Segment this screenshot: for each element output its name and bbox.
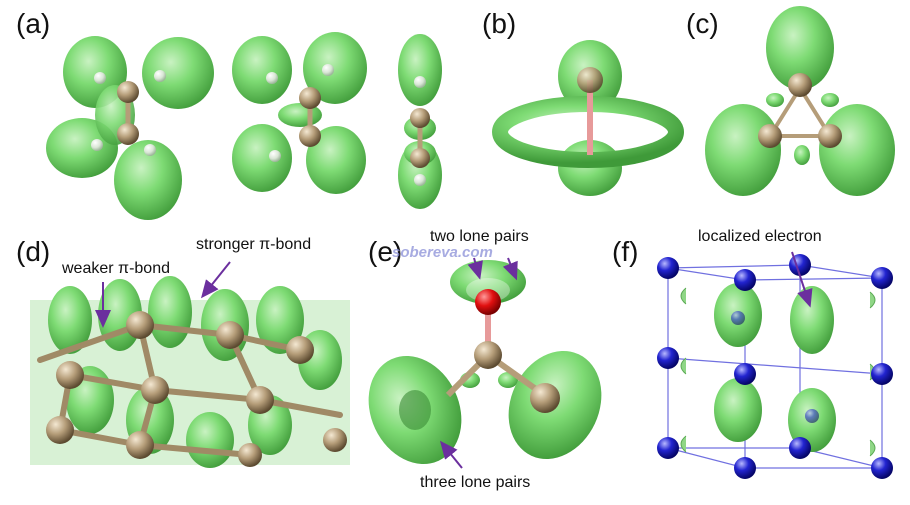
localized-electron-lobe bbox=[714, 378, 762, 442]
carbon-atom bbox=[788, 73, 812, 97]
blue-atom bbox=[805, 409, 819, 423]
carbon-atom bbox=[577, 67, 603, 93]
unit-cell bbox=[667, 264, 883, 469]
orbital-lobe bbox=[766, 93, 784, 107]
hydrogen-atom bbox=[414, 76, 426, 88]
orbital-lobe bbox=[142, 37, 214, 109]
blue-atom bbox=[731, 311, 745, 325]
panel-d-drawing bbox=[30, 261, 350, 468]
carbon-atom bbox=[474, 341, 502, 369]
panel-label-a: (a) bbox=[16, 8, 51, 39]
electride-atoms bbox=[657, 254, 893, 479]
panel-e-drawing bbox=[368, 257, 602, 469]
edge-lobe bbox=[869, 291, 876, 309]
orbital-lobe bbox=[398, 34, 442, 106]
two-lone-pairs-arrow-right bbox=[502, 257, 518, 281]
weaker-pi-bond-label: weaker π-bond bbox=[62, 260, 170, 277]
two-lone-pairs-arrow-left bbox=[467, 257, 483, 280]
carbon-atom bbox=[117, 123, 139, 145]
edge-lobe bbox=[680, 357, 687, 375]
orbital-lobe bbox=[186, 412, 234, 468]
blue-atom bbox=[789, 254, 811, 276]
hydrogen-atom bbox=[154, 70, 166, 82]
carbon-atom bbox=[117, 81, 139, 103]
localized-electron-label: localized electron bbox=[698, 228, 822, 245]
ring-bonds bbox=[766, 84, 834, 138]
blue-atom bbox=[657, 257, 679, 279]
carbon-atom bbox=[46, 416, 74, 444]
panel-c-drawing bbox=[705, 6, 895, 196]
carbon-atom bbox=[818, 124, 842, 148]
carbon-atom bbox=[126, 431, 154, 459]
localized-electron-arrow bbox=[791, 251, 813, 308]
edge-lobe bbox=[869, 439, 876, 457]
carbon-atoms bbox=[46, 311, 347, 467]
orbital-lobe bbox=[232, 36, 292, 104]
hydrogen-atom bbox=[91, 139, 103, 151]
hydrogen-atom bbox=[94, 72, 106, 84]
stronger-pi-bond-label: stronger π-bond bbox=[196, 236, 312, 253]
carbon-atom bbox=[141, 376, 169, 404]
orbital-lobe bbox=[821, 93, 839, 107]
panel-label-e: (e) bbox=[368, 236, 403, 267]
hydrogen-atom bbox=[269, 150, 281, 162]
orbital-lobe bbox=[114, 140, 182, 220]
panel-f-drawing bbox=[657, 251, 893, 479]
carbon-atom bbox=[758, 124, 782, 148]
hydrogen-atom bbox=[322, 64, 334, 76]
hydrogen-atom bbox=[266, 72, 278, 84]
panel-b-drawing bbox=[492, 40, 684, 196]
carbon-atom bbox=[323, 428, 347, 452]
hydrogen-atom bbox=[144, 144, 156, 156]
carbon-atom bbox=[410, 148, 430, 168]
three-lone-pairs-label: three lone pairs bbox=[420, 474, 531, 491]
panel-a-drawing bbox=[46, 32, 442, 220]
blue-atom bbox=[871, 267, 893, 289]
panel-label-b: (b) bbox=[482, 8, 517, 39]
carbon-atom bbox=[216, 321, 244, 349]
blue-atom bbox=[734, 363, 756, 385]
orbital-lobe bbox=[232, 124, 292, 192]
orbital-lobe bbox=[306, 126, 366, 194]
carbon-atom bbox=[238, 443, 262, 467]
panel-label-c: (c) bbox=[686, 8, 719, 39]
blue-atom bbox=[734, 269, 756, 291]
lobe-hole bbox=[399, 390, 431, 430]
edge-lobe bbox=[680, 287, 687, 305]
blue-atom bbox=[871, 457, 893, 479]
orbital-lobe bbox=[819, 104, 895, 196]
hydrogen-atom bbox=[414, 174, 426, 186]
orbital-lobe bbox=[705, 104, 781, 196]
carbon-atom bbox=[56, 361, 84, 389]
two-lone-pairs-label: two lone pairs bbox=[430, 228, 529, 245]
orbital-lobe bbox=[766, 6, 834, 90]
panel-label-d: (d) bbox=[16, 236, 51, 267]
blue-atom bbox=[657, 347, 679, 369]
carbon-atom bbox=[410, 108, 430, 128]
carbon-atom bbox=[299, 125, 321, 147]
panel-label-f: (f) bbox=[612, 236, 639, 267]
three-lone-pairs-arrow bbox=[439, 440, 463, 469]
stronger-pi-arrow bbox=[201, 261, 231, 299]
blue-atom bbox=[657, 437, 679, 459]
orbital-lobe bbox=[148, 276, 192, 348]
blue-atom bbox=[734, 457, 756, 479]
carbon-atom bbox=[286, 336, 314, 364]
carbon-atom bbox=[246, 386, 274, 414]
carbon-atom bbox=[530, 383, 560, 413]
orbital-lobe bbox=[303, 32, 367, 104]
orbital-lobe bbox=[256, 286, 304, 354]
carbon-atom bbox=[126, 311, 154, 339]
watermark: sobereva.com bbox=[392, 244, 493, 261]
blue-atom bbox=[789, 437, 811, 459]
orbital-lobe bbox=[48, 286, 92, 354]
orbital-lobe bbox=[794, 145, 810, 165]
edge-lobe bbox=[680, 435, 687, 453]
localized-electron-lobe bbox=[790, 286, 834, 354]
oxygen-atom bbox=[475, 289, 501, 315]
carbon-atom bbox=[299, 87, 321, 109]
blue-atom bbox=[871, 363, 893, 385]
